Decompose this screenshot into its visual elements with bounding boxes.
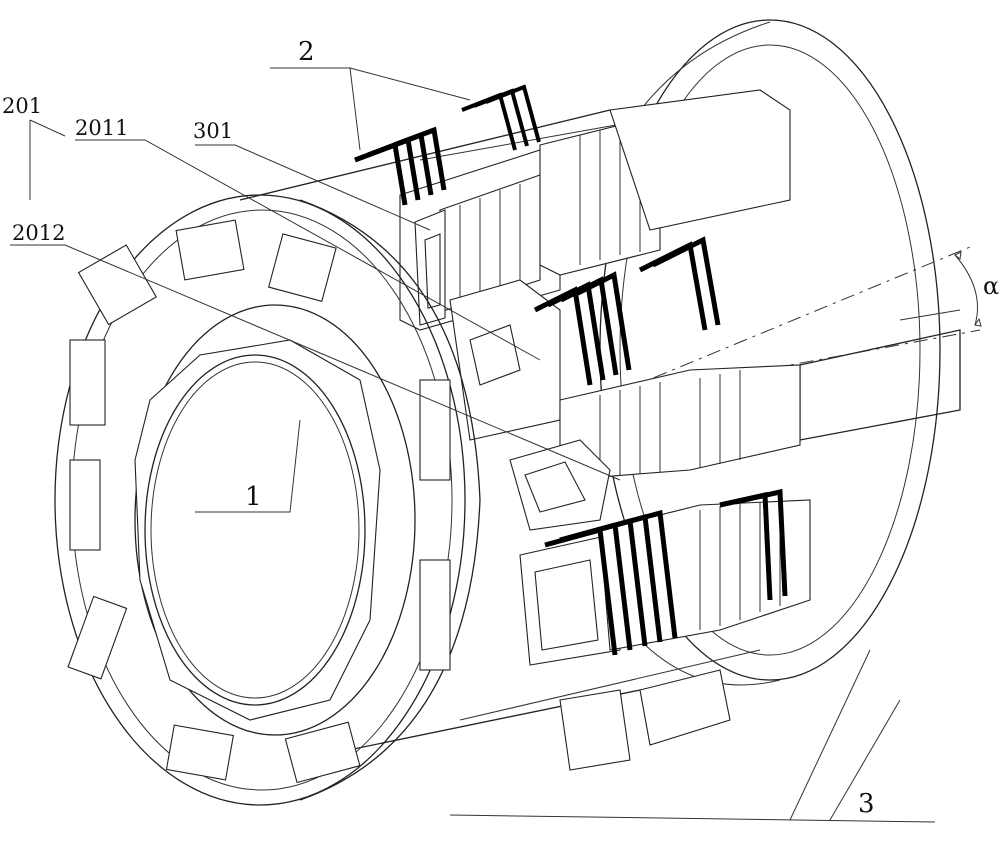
label-2012: 2012	[12, 221, 65, 245]
winding-stack-bottom	[544, 488, 788, 656]
label-2011: 2011	[75, 116, 128, 140]
module-group-middle	[449, 279, 801, 531]
leader-lines	[10, 67, 936, 823]
label-301: 301	[193, 119, 233, 143]
winding-stack-top-2	[461, 84, 541, 151]
module-group-bottom	[519, 499, 811, 771]
module-group-top	[399, 89, 791, 331]
rotor-bore	[134, 339, 381, 721]
label-2: 2	[298, 37, 315, 67]
winding-stack-middle	[533, 236, 721, 386]
label-1: 1	[245, 482, 262, 512]
label-alpha: α	[983, 272, 999, 300]
winding-stack-top-1	[354, 126, 447, 206]
front-end-ring	[54, 194, 481, 806]
label-201: 201	[2, 94, 42, 118]
label-3: 3	[858, 789, 875, 819]
